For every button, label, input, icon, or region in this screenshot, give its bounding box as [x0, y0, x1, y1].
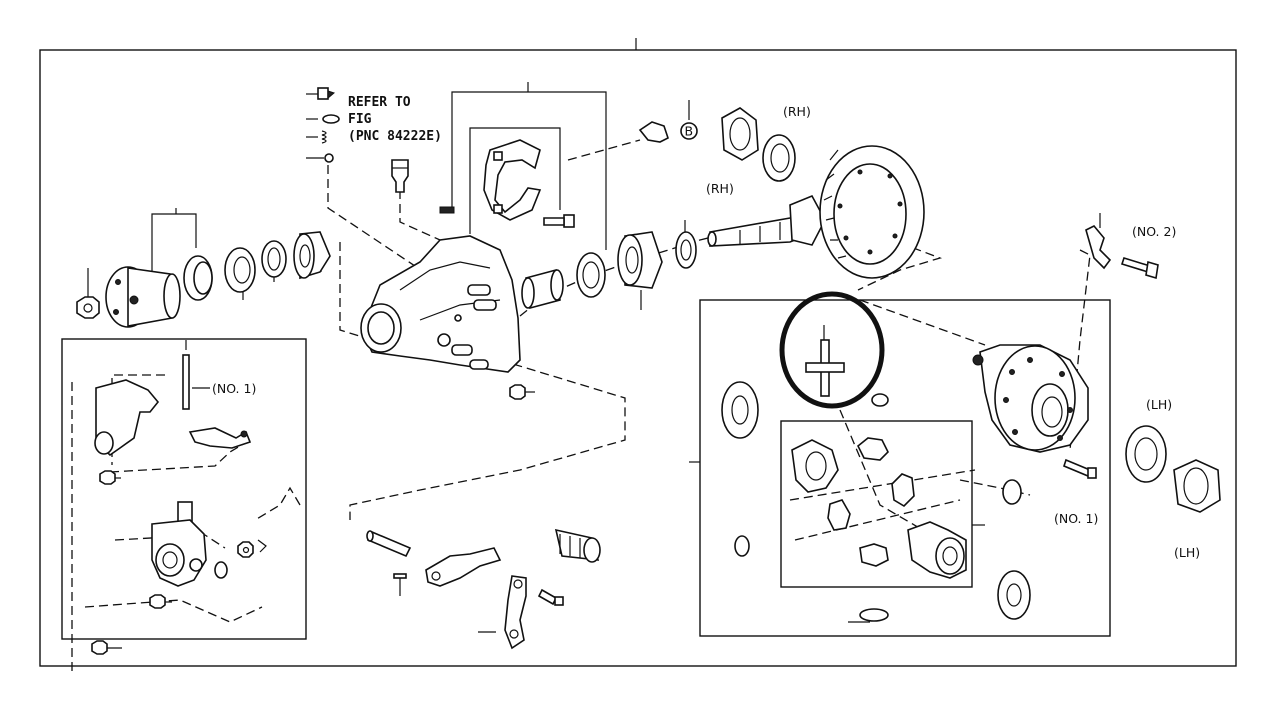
pinion-gear-left — [827, 499, 851, 531]
companion-flange-group — [76, 231, 331, 328]
thrust-washer-bottom — [997, 570, 1031, 620]
tapered-bearing — [293, 231, 331, 280]
key-pin — [439, 206, 455, 214]
diagram-frame — [39, 49, 1237, 667]
pinion-bearing — [617, 231, 663, 289]
lock-plate-no2 — [1085, 225, 1112, 270]
differential-gear-box — [780, 420, 973, 588]
pinion-gear-top — [856, 437, 889, 461]
refer-note-line3: (PNC 84222E) — [348, 129, 442, 144]
bolt-center — [543, 214, 575, 228]
companion-flange — [105, 266, 181, 328]
side-bearing-rh — [762, 134, 796, 182]
shift-lever — [504, 575, 527, 650]
label-no1-left: (NO. 1) — [212, 381, 256, 396]
detent-pin — [393, 573, 407, 579]
bolt-no2 — [1120, 257, 1159, 280]
bolt-no1 — [1063, 458, 1097, 479]
actuator-bracket — [188, 427, 252, 449]
ring-gear — [819, 145, 925, 279]
collapsible-spacer — [521, 268, 564, 310]
nut-icon — [76, 296, 100, 319]
long-pin — [182, 354, 190, 410]
thrust-washer-large — [721, 381, 759, 439]
refer-note-line2: FIG — [348, 112, 372, 127]
callout-b: B — [680, 122, 698, 140]
pinion-gear-bottom — [859, 543, 889, 567]
sensor-switch — [391, 159, 409, 193]
shift-shaft — [366, 530, 412, 558]
clip — [257, 539, 267, 553]
front-bearing-race — [576, 252, 606, 298]
bolt-small-1 — [99, 470, 121, 485]
clutch-sleeve — [554, 528, 601, 563]
shift-fork-bracket — [483, 139, 542, 221]
nut-small — [237, 541, 254, 558]
bearing-outer — [224, 247, 256, 293]
actuator-inset-box — [61, 338, 307, 640]
side-bearing-lh — [1125, 425, 1167, 483]
assembly-dash-lines — [71, 139, 1091, 672]
drive-pinion-shaft — [707, 194, 826, 247]
leader-lines — [87, 82, 1101, 649]
label-rh-top: (RH) — [783, 104, 811, 119]
shim-washer — [675, 231, 697, 269]
cap-washer-right — [1002, 479, 1022, 505]
side-adjuster-lh — [1173, 459, 1221, 513]
bolt-bottom-center — [509, 384, 535, 400]
actuator-cover — [94, 379, 160, 457]
lock-plate — [638, 121, 669, 143]
pinion-shaft-cross — [805, 339, 845, 397]
differential-carrier — [360, 235, 521, 373]
shift-fork — [425, 547, 502, 587]
ball-icon — [306, 153, 334, 163]
callout-b-letter: B — [685, 124, 694, 139]
spring-icon — [306, 130, 327, 144]
bolt-small-2 — [149, 594, 172, 609]
refer-to-note: REFER TO FIG (PNC 84222E) — [306, 87, 442, 163]
bolt-lever — [537, 588, 564, 606]
side-gear-right — [907, 521, 967, 579]
side-adjuster-rh — [721, 107, 759, 161]
bolt-icon — [306, 87, 336, 100]
highlight-circle — [779, 291, 885, 409]
pinion-gear-right — [891, 473, 915, 508]
o-ring — [214, 561, 228, 579]
actuator-motor — [151, 501, 207, 587]
small-washer — [871, 393, 889, 407]
spacer-ring — [261, 240, 287, 278]
label-lh-upper: (LH) — [1146, 397, 1172, 412]
side-gear-left — [791, 439, 839, 493]
differential-case — [972, 344, 1089, 453]
refer-note-line1: REFER TO — [348, 95, 411, 110]
label-lh-lower: (LH) — [1174, 545, 1200, 560]
differential-case-box — [699, 299, 1111, 637]
oil-seal — [183, 255, 213, 301]
washer-bottom — [859, 608, 889, 622]
label-no1-right: (NO. 1) — [1054, 511, 1098, 526]
washer-icon — [306, 114, 340, 124]
label-rh-shaft: (RH) — [706, 181, 734, 196]
label-no2: (NO. 2) — [1132, 224, 1176, 239]
bolt-small-3 — [91, 640, 108, 655]
washer-small-left — [734, 535, 750, 557]
